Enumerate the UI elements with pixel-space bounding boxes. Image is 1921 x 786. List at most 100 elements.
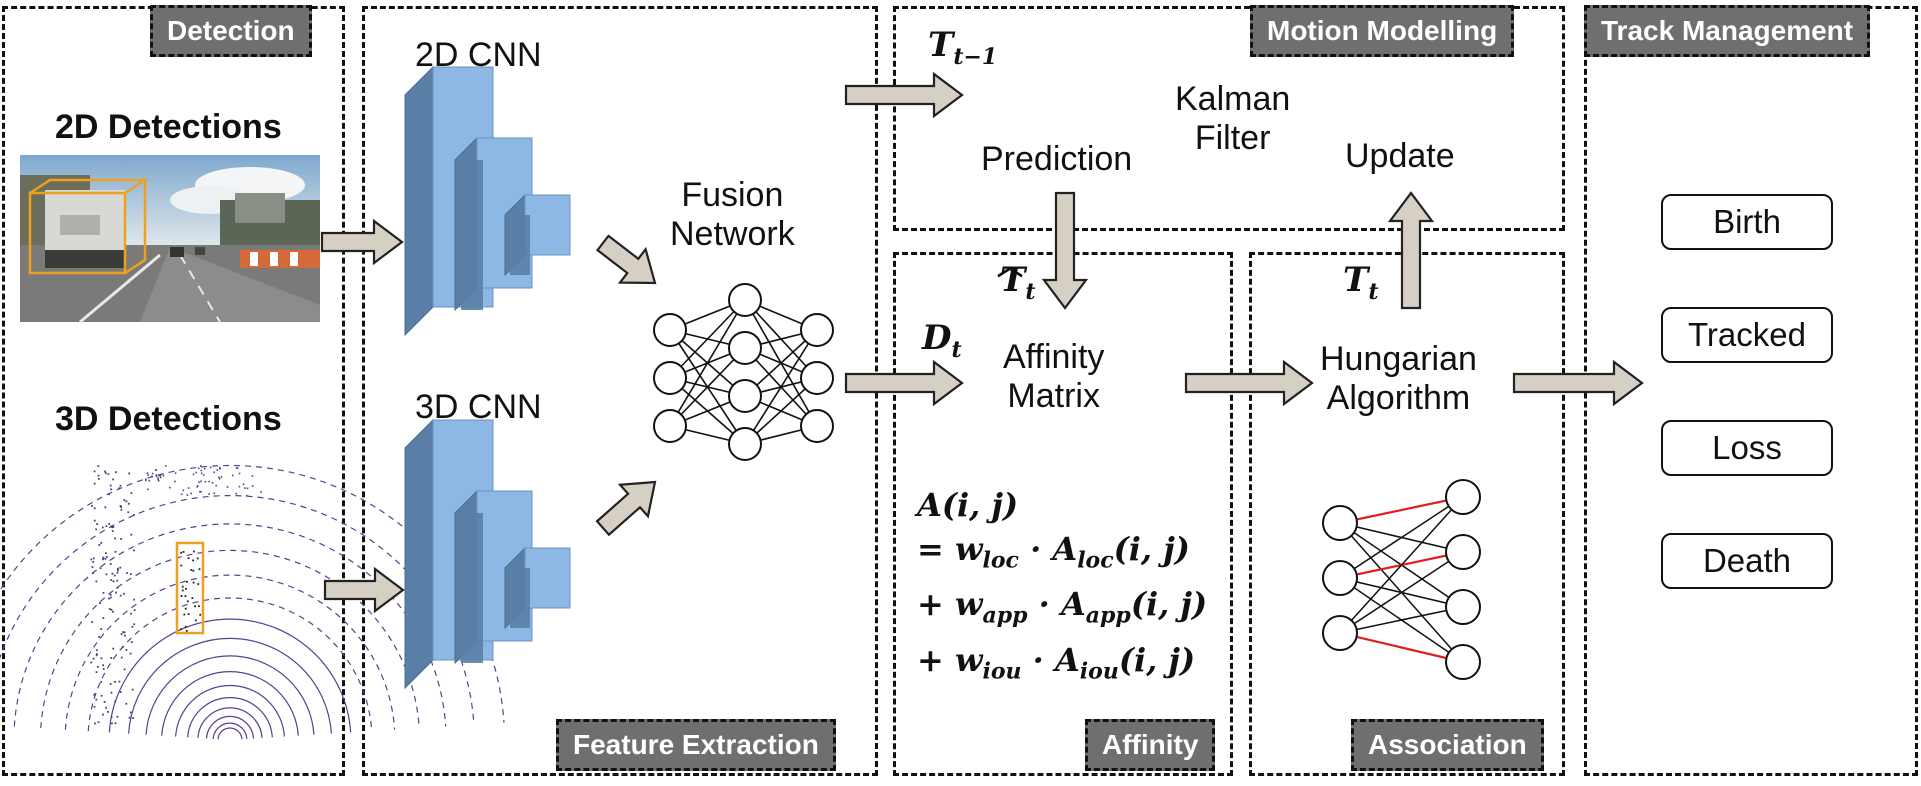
fusion-node xyxy=(800,409,834,443)
lidar-point xyxy=(112,478,115,481)
fusion-line-1: Fusion xyxy=(681,176,784,214)
candidate-edge xyxy=(1339,496,1464,579)
lidar-point xyxy=(110,488,113,491)
t-t-base: T xyxy=(1343,260,1369,300)
lidar-point xyxy=(191,597,194,600)
lidar-point xyxy=(101,526,104,529)
lidar-ring xyxy=(175,684,285,737)
lidar-point xyxy=(116,715,119,718)
lidar-point xyxy=(200,472,203,475)
lidar-point xyxy=(125,500,128,503)
lidar-ring xyxy=(217,727,243,740)
lidar-point xyxy=(104,472,107,474)
eq-line-4: + wiou · Aiou(i, j) xyxy=(917,638,1207,693)
lidar-point xyxy=(183,613,186,616)
lidar-point xyxy=(180,551,183,554)
eq4-sub2: iou xyxy=(1079,658,1119,685)
lidar-point xyxy=(130,492,133,495)
lidar-point xyxy=(238,485,241,488)
lidar-point xyxy=(197,583,200,585)
lidar-point xyxy=(102,558,104,561)
lidar-point xyxy=(197,467,200,470)
lidar-point xyxy=(90,661,93,664)
fusion-edge xyxy=(744,329,818,445)
fusion-node xyxy=(653,361,687,395)
lidar-point xyxy=(92,657,95,660)
lidar-point xyxy=(220,476,223,478)
label-affinity-matrix: Affinity Matrix xyxy=(1003,338,1104,416)
bbox-2d xyxy=(28,178,150,275)
t-hat-symbol: ︿ Tt xyxy=(997,252,1035,305)
lidar-point xyxy=(155,474,158,476)
candidate-edge xyxy=(1339,496,1464,634)
cnn-3d-block xyxy=(404,418,571,690)
lidar-point xyxy=(102,591,105,594)
lidar-point xyxy=(184,625,187,628)
state-death: Death xyxy=(1661,533,1833,589)
lidar-point xyxy=(251,485,254,487)
lidar-point xyxy=(182,551,185,553)
lidar-point xyxy=(146,472,149,474)
t-t-sub: t xyxy=(1368,278,1379,305)
lidar-point xyxy=(131,688,134,691)
lidar-ring xyxy=(197,707,263,739)
lidar-point xyxy=(100,628,103,631)
lidar-point xyxy=(116,571,119,574)
lidar-point xyxy=(120,506,123,508)
lidar-point xyxy=(109,593,112,596)
arrow-fusion-to-affinity xyxy=(844,359,964,407)
lidar-point xyxy=(128,716,131,719)
lidar-ring xyxy=(205,715,255,739)
lidar-point xyxy=(123,668,126,671)
lidar-point xyxy=(119,484,122,487)
lidar-point xyxy=(131,626,134,628)
lidar-point xyxy=(198,568,201,571)
bipartite-graph xyxy=(1322,479,1481,680)
d-t-sub: t xyxy=(951,336,962,363)
fusion-node xyxy=(800,361,834,395)
lidar-point xyxy=(133,623,136,626)
lidar-point xyxy=(196,557,199,560)
lidar-point xyxy=(192,559,195,562)
d-t-base: D xyxy=(922,318,952,358)
lidar-point xyxy=(116,579,119,582)
lidar-ring xyxy=(212,722,248,739)
lidar-point xyxy=(119,594,122,597)
lidar-point xyxy=(204,480,207,483)
lidar-point xyxy=(192,569,195,572)
eq4-pre: + w xyxy=(917,640,983,679)
match-edge xyxy=(1339,631,1464,664)
t-prev-base: T xyxy=(928,25,954,65)
lidar-point xyxy=(97,465,100,468)
lidar-point xyxy=(99,567,102,570)
lidar-point xyxy=(95,654,98,657)
bipartite-node xyxy=(1322,560,1358,596)
bipartite-node xyxy=(1445,644,1481,680)
lidar-ring xyxy=(87,597,373,732)
lidar-point xyxy=(95,671,98,674)
lidar-ring xyxy=(145,655,315,735)
lidar-point xyxy=(120,656,123,659)
lidar-point xyxy=(91,621,94,623)
lidar-point xyxy=(165,465,167,467)
lidar-point xyxy=(187,557,190,560)
lidar-point xyxy=(190,492,192,495)
lidar-point xyxy=(105,525,108,528)
cnn-2d-inner-shadow-2 xyxy=(510,215,530,275)
lidar-point xyxy=(184,607,187,610)
affinity-equation: A(i, j) = wloc · Aloc(i, j) + wapp · Aap… xyxy=(917,483,1207,693)
t-hat-base: T xyxy=(1000,260,1026,300)
lidar-point xyxy=(121,646,124,649)
cnn-3d-inner-shadow xyxy=(461,513,483,663)
lidar-point xyxy=(122,631,125,633)
bipartite-node xyxy=(1322,505,1358,541)
lidar-point xyxy=(219,467,221,470)
lidar-point xyxy=(154,469,157,471)
lidar-point xyxy=(181,589,184,592)
lidar-point xyxy=(100,694,103,697)
fusion-edge xyxy=(669,299,746,427)
label-kalman-filter: Kalman Filter xyxy=(1175,80,1290,158)
lidar-point xyxy=(186,494,189,496)
lidar-point xyxy=(112,580,115,583)
